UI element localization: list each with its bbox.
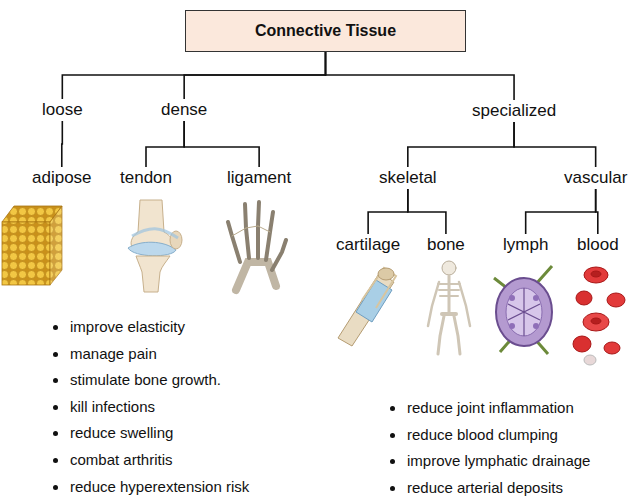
bullet-dot bbox=[53, 431, 58, 436]
tree-connector bbox=[408, 189, 446, 234]
tree-connector bbox=[184, 52, 325, 99]
benefit-item: stimulate bone growth. bbox=[70, 371, 221, 389]
benefit-item: reduce swelling bbox=[70, 424, 173, 442]
category-label: adipose bbox=[29, 167, 95, 189]
bullet-dot bbox=[53, 325, 58, 330]
benefit-item: reduce blood clumping bbox=[407, 426, 558, 444]
benefit-item: kill infections bbox=[70, 398, 155, 416]
bullet-dot bbox=[390, 459, 395, 464]
category-text: specialized bbox=[472, 101, 556, 120]
category-text: adipose bbox=[32, 168, 92, 187]
skeleton-figure bbox=[428, 261, 470, 354]
category-text: blood bbox=[577, 235, 619, 254]
category-text: vascular bbox=[564, 168, 627, 187]
blood-cells bbox=[573, 267, 625, 365]
tree-connector bbox=[146, 121, 184, 167]
knee-joint bbox=[128, 200, 182, 292]
cartilage-illustration bbox=[338, 268, 396, 346]
title-text: Connective Tissue bbox=[255, 21, 396, 41]
bullet-dot bbox=[53, 485, 58, 490]
tree-connector bbox=[514, 122, 596, 167]
bullet-dot bbox=[53, 458, 58, 463]
category-label: vascular bbox=[561, 167, 630, 189]
benefit-item: improve elasticity bbox=[70, 318, 185, 336]
category-text: cartilage bbox=[336, 235, 400, 254]
category-label: specialized bbox=[469, 100, 559, 122]
tree-connector bbox=[62, 52, 325, 99]
category-text: tendon bbox=[120, 168, 172, 187]
category-label: cartilage bbox=[333, 234, 403, 256]
category-text: lymph bbox=[503, 235, 548, 254]
category-label: bone bbox=[424, 234, 468, 256]
bullet-dot bbox=[53, 378, 58, 383]
tree-connector bbox=[184, 121, 259, 167]
category-text: bone bbox=[427, 235, 465, 254]
adipose-block bbox=[2, 206, 62, 285]
tree-connector bbox=[526, 189, 596, 234]
benefit-item: reduce joint inflammation bbox=[407, 399, 574, 417]
category-label: loose bbox=[39, 99, 86, 121]
tree-connector bbox=[596, 189, 598, 234]
category-label: blood bbox=[574, 234, 622, 256]
benefit-item: reduce arterial deposits bbox=[407, 479, 563, 497]
lymph-node bbox=[494, 266, 552, 354]
category-label: tendon bbox=[117, 167, 175, 189]
category-text: loose bbox=[42, 100, 83, 119]
tree-connector bbox=[408, 122, 514, 167]
category-label: ligament bbox=[224, 167, 294, 189]
benefit-item: improve lymphatic drainage bbox=[407, 452, 590, 470]
bullet-dot bbox=[390, 486, 395, 491]
category-text: dense bbox=[161, 100, 207, 119]
benefit-item: reduce hyperextension risk bbox=[70, 478, 249, 496]
tree-connector bbox=[326, 52, 515, 100]
tree-connector bbox=[61, 121, 63, 167]
bullet-dot bbox=[390, 406, 395, 411]
benefit-item: combat arthritis bbox=[70, 451, 173, 469]
category-text: ligament bbox=[227, 168, 291, 187]
category-label: skeletal bbox=[376, 167, 440, 189]
hand-skeleton bbox=[228, 202, 286, 290]
category-label: lymph bbox=[500, 234, 551, 256]
category-label: dense bbox=[158, 99, 210, 121]
benefit-item: manage pain bbox=[70, 345, 157, 363]
bullet-dot bbox=[53, 405, 58, 410]
bullet-dot bbox=[390, 433, 395, 438]
bullet-dot bbox=[53, 352, 58, 357]
category-text: skeletal bbox=[379, 168, 437, 187]
tree-connector bbox=[368, 189, 408, 234]
title-box: Connective Tissue bbox=[185, 10, 466, 52]
